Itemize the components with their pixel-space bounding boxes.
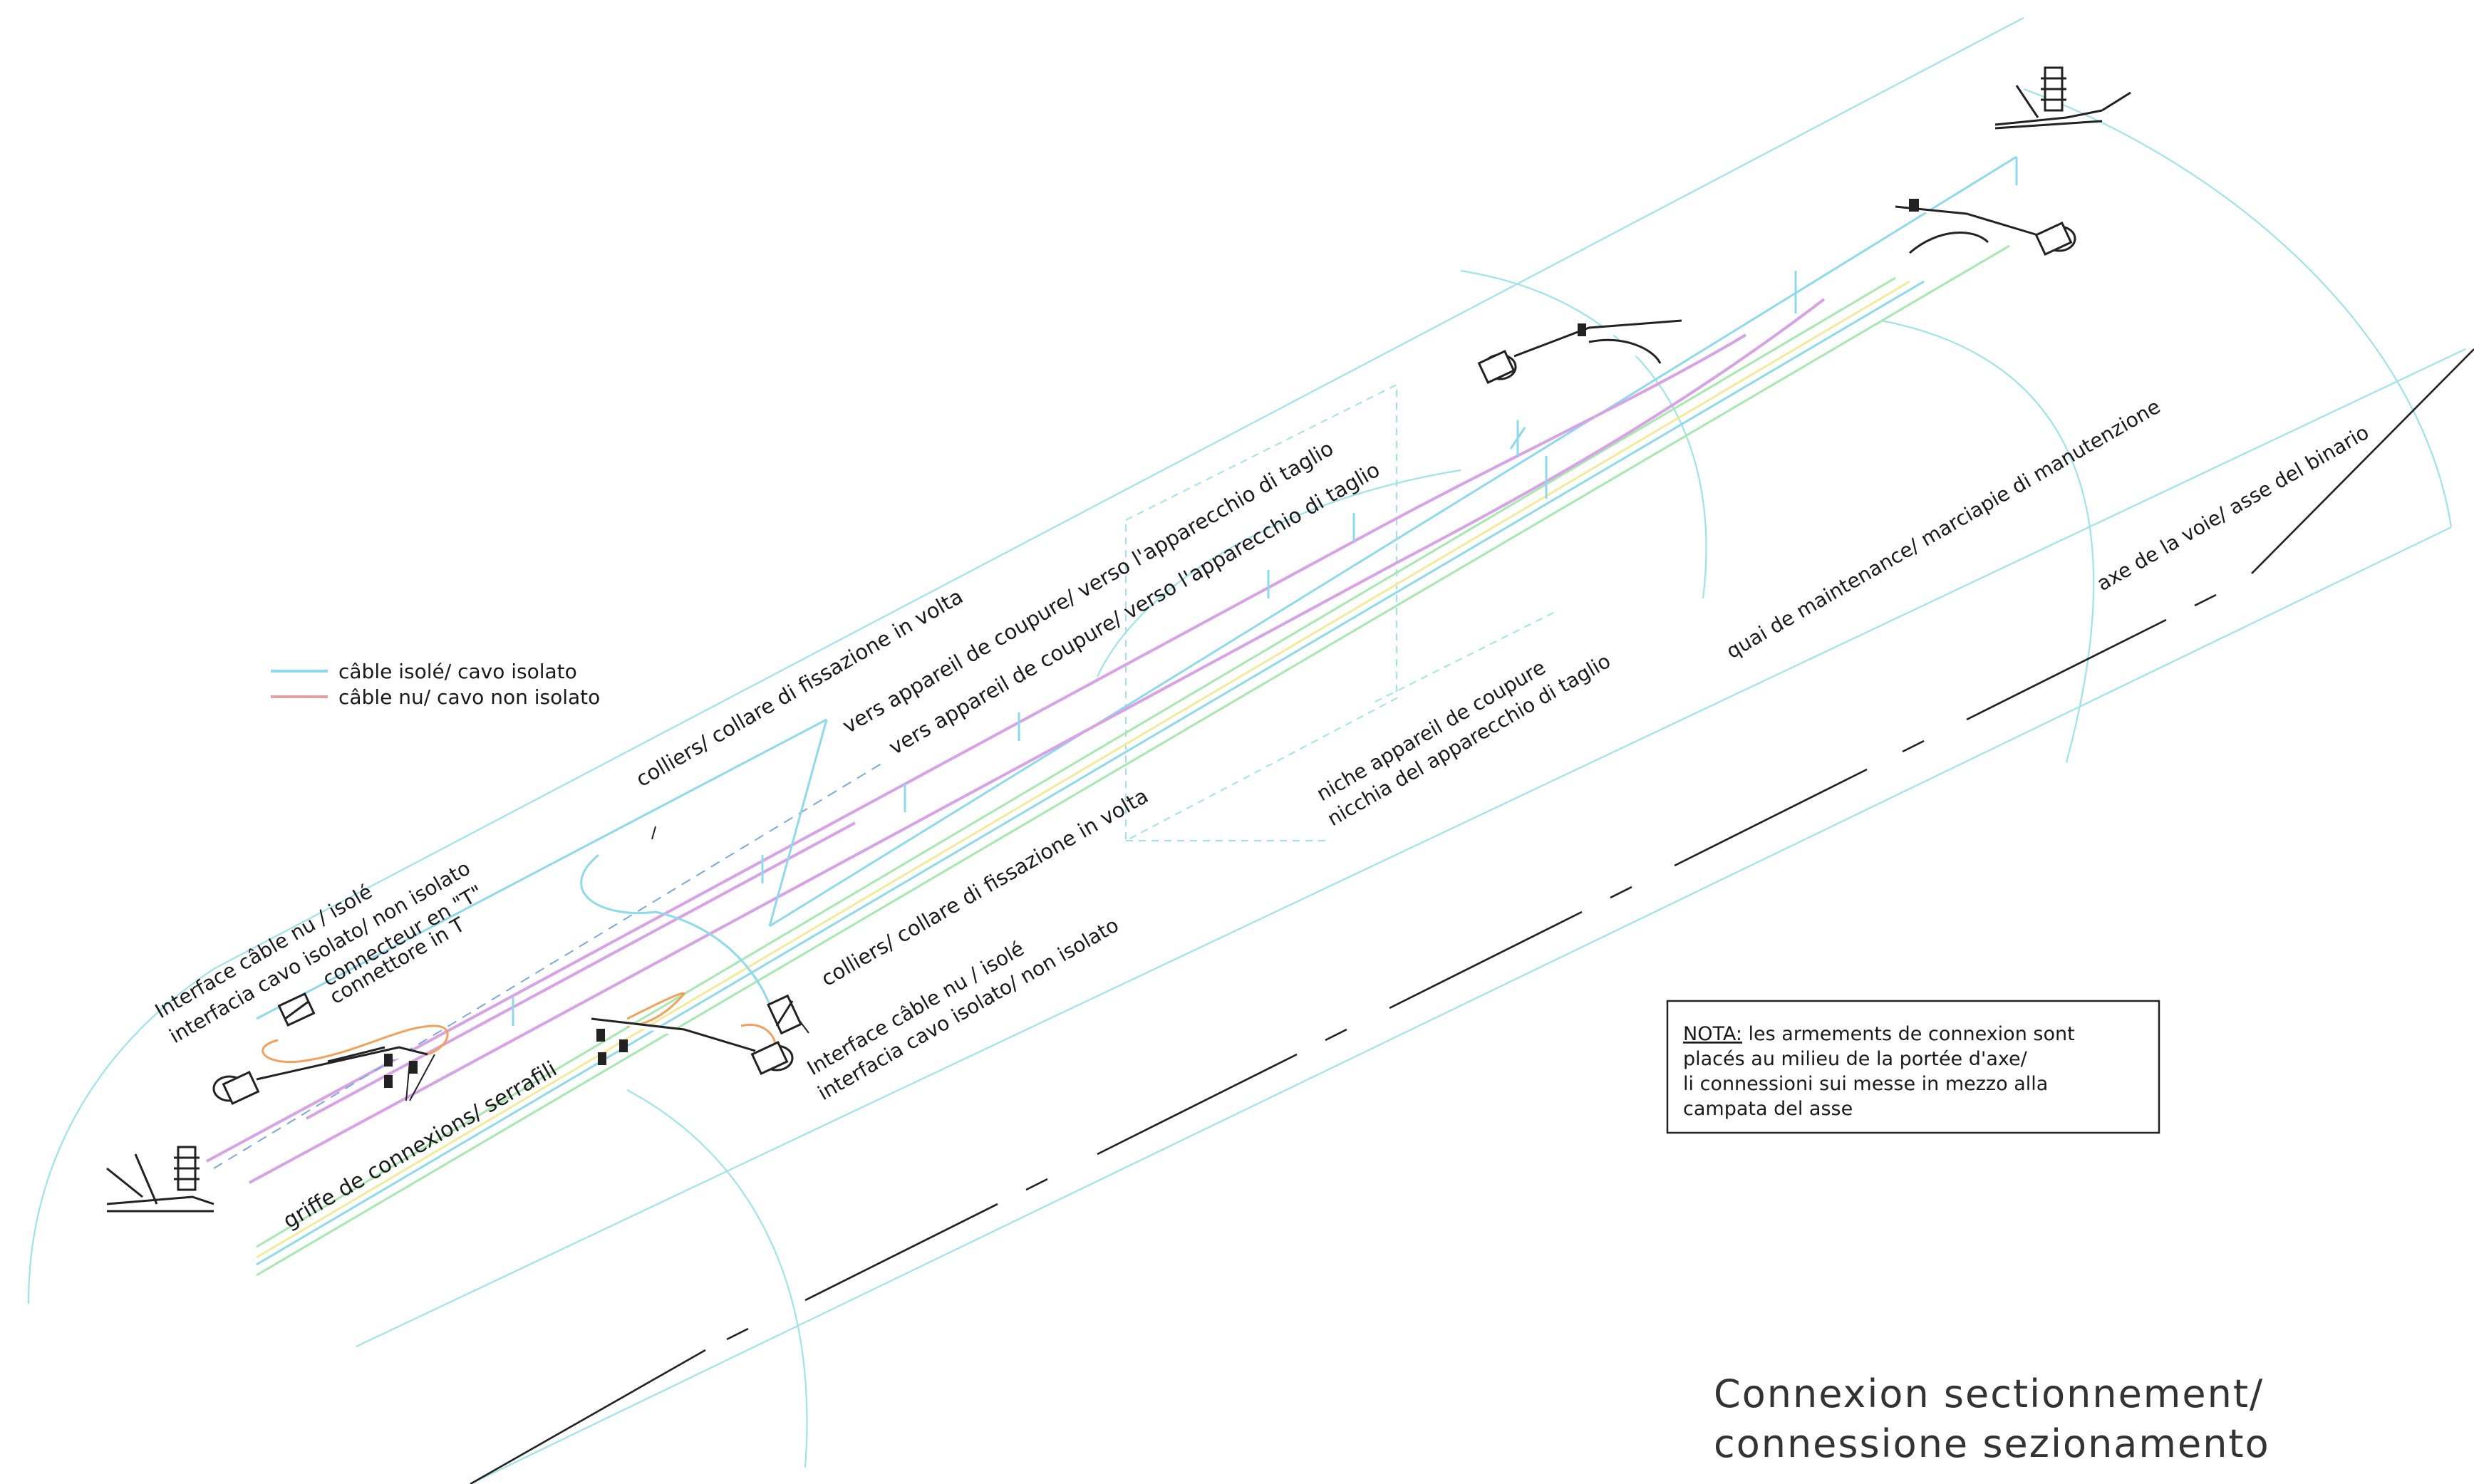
drawing-title: Connexion sectionnement/ connessione sez… xyxy=(1714,1371,2270,1466)
insulator-support-left xyxy=(106,1146,214,1213)
tunnel-back-arch xyxy=(2023,88,2453,528)
cantilever-upper xyxy=(1477,319,1682,385)
title-line-2: connessione sezionamento xyxy=(1714,1421,2270,1466)
label-niche-1: niche appareil de coupure xyxy=(1313,655,1550,806)
interface-box-mid xyxy=(767,994,802,1035)
nota-line-3: li connessioni sui messe in mezzo alla xyxy=(1683,1073,2048,1095)
insulated-cable-lower xyxy=(256,280,1925,1266)
label-axe: axe de la voie/ asse del binario xyxy=(2093,420,2373,596)
bare-cable-3 xyxy=(306,821,856,1120)
nota-line-4: campata del asse xyxy=(1683,1098,1853,1120)
interface-box-left xyxy=(277,992,316,1027)
cantilever-left xyxy=(212,1046,428,1106)
nota-frame xyxy=(1666,1000,2160,1134)
nota-line-1-text: les armements de connexion sont xyxy=(1742,1023,2075,1045)
cantilever-far xyxy=(1895,199,2076,256)
title-line-1: Connexion sectionnement/ xyxy=(1714,1371,2264,1416)
dashed-cable-1 xyxy=(213,762,884,1169)
label-niche-2: nicchia del apparecchio di taglio xyxy=(1323,649,1615,831)
track-axis-line xyxy=(470,348,2474,1484)
label-vers-1: vers appareil de coupure/ verso l'appare… xyxy=(839,436,1338,738)
insulated-loop xyxy=(580,853,771,1005)
cable-bundle xyxy=(206,155,2017,1277)
insulated-cable-top xyxy=(256,718,827,1020)
nota-line-2: placés au milieu de la portée d'axe/ xyxy=(1683,1048,2028,1070)
legend-bare-label: câble nu/ cavo non isolato xyxy=(338,685,600,709)
green-cable-1 xyxy=(256,276,1896,1248)
yellow-cable-1 xyxy=(256,280,1910,1259)
insulator-support-right xyxy=(1994,66,2131,130)
leader-lines xyxy=(405,826,809,1101)
legend-insulated-label: câble isolé/ cavo isolato xyxy=(338,660,577,683)
nota-heading: NOTA: xyxy=(1683,1023,1742,1045)
nota-box: NOTA: les armements de connexion sont pl… xyxy=(1666,1000,2160,1134)
bare-cable-1 xyxy=(206,333,1747,1163)
label-interface-mid-2: interfacia cavo isolato/ non isolato xyxy=(814,913,1123,1105)
tunnel-arch-section-1 xyxy=(626,1089,808,1468)
label-quai: quai de maintenance/ marciapie di manute… xyxy=(1722,395,2164,663)
nota-line-1: NOTA: les armements de connexion sont xyxy=(1683,1023,2075,1045)
quai-edge-line xyxy=(356,348,2466,1347)
bare-cable-2 xyxy=(249,298,1826,1184)
tunnel-arch-section-4 xyxy=(1097,469,1461,678)
riser-1 xyxy=(768,719,828,927)
green-cable-2 xyxy=(256,244,2010,1277)
tunnel-arch-section-2 xyxy=(1460,269,1707,599)
tunnel-arch-section-3 xyxy=(1880,319,2095,763)
legend: câble isolé/ cavo isolato câble nu/ cavo… xyxy=(271,660,600,709)
cantilever-mid xyxy=(591,1017,794,1076)
tunnel-invert-line xyxy=(470,526,2452,1484)
cable-hangers xyxy=(512,157,2018,1026)
insulated-cable-upper xyxy=(769,155,2017,928)
tunnel-outline xyxy=(27,17,2466,1484)
tunnel-crown-line xyxy=(213,17,2024,970)
tunnel-front-arch xyxy=(27,968,214,1304)
